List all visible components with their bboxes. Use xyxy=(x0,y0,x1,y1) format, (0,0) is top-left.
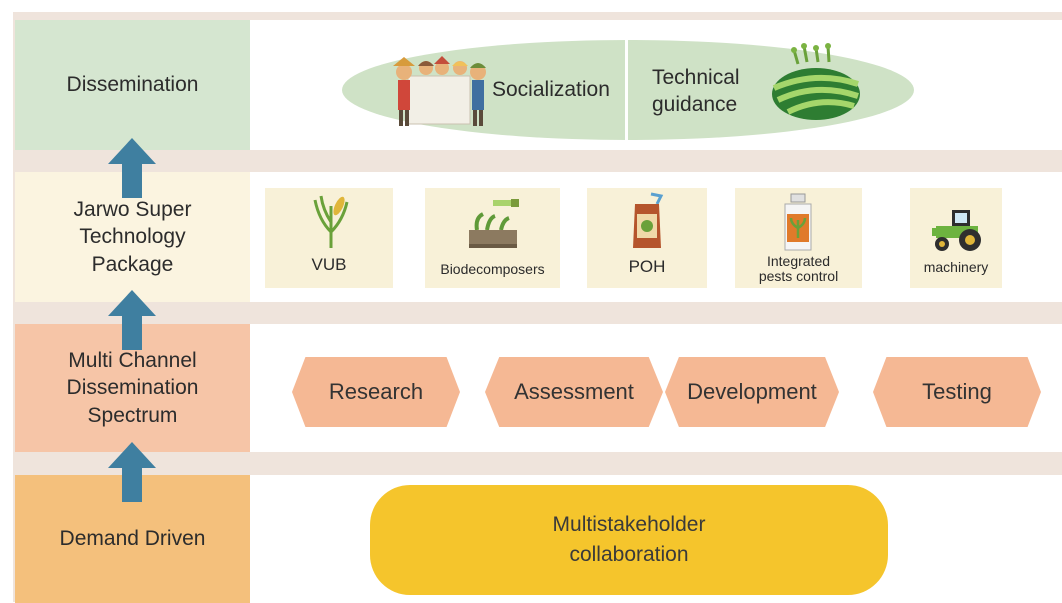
tech-card-vub: VUB xyxy=(265,188,393,288)
band-left-edge xyxy=(13,12,15,602)
level-label: Demand Driven xyxy=(59,527,206,551)
up-arrow-icon xyxy=(108,138,156,198)
crop-field-icon xyxy=(772,43,860,120)
band-2 xyxy=(13,302,1062,324)
level-dissemination: Dissemination xyxy=(15,20,250,150)
dissemination-item-technical-guidance: Technical guidance xyxy=(652,66,740,117)
tech-card-biodecomposers: Biodecomposers xyxy=(425,188,560,288)
multistakeholder-pill: Multistakeholder collaboration xyxy=(370,485,888,595)
farmers-group-icon xyxy=(393,56,486,126)
level-label: Jarwo Super Technology Package xyxy=(73,198,192,276)
spectrum-item-development: Development xyxy=(665,357,839,427)
band-3 xyxy=(13,452,1062,475)
spectrum-item-testing: Testing xyxy=(873,357,1041,427)
tech-label: machinery xyxy=(923,259,989,275)
tech-card-poh: POH xyxy=(587,188,707,288)
fertilizer-bag-icon xyxy=(633,192,664,248)
tech-label: Integrated pests control xyxy=(758,253,839,284)
pill-divider xyxy=(625,40,628,140)
tech-label: VUB xyxy=(311,255,347,274)
tech-card-pest-control: Integrated pests control xyxy=(735,188,862,288)
spectrum-item-research: Research xyxy=(292,357,460,427)
pesticide-bottle-icon xyxy=(784,193,812,251)
level-label: Multi Channel Dissemination Spectrum xyxy=(66,349,199,427)
band-1 xyxy=(13,150,1062,172)
tractor-icon xyxy=(932,210,981,251)
rice-plant-icon xyxy=(313,195,349,248)
up-arrow-icon xyxy=(108,442,156,502)
tech-label: Biodecomposers xyxy=(440,261,545,277)
dissemination-item-socialization: Socialization xyxy=(492,78,610,101)
seedling-tray-icon xyxy=(469,199,519,248)
tech-card-machinery: machinery xyxy=(910,188,1002,288)
spectrum-item-assessment: Assessment xyxy=(485,357,663,427)
multistakeholder-label: Multistakeholder collaboration xyxy=(552,512,706,566)
up-arrow-icon xyxy=(108,290,156,350)
tech-label: POH xyxy=(628,257,666,276)
level-label: Dissemination xyxy=(66,73,199,97)
band-top xyxy=(13,12,1062,20)
